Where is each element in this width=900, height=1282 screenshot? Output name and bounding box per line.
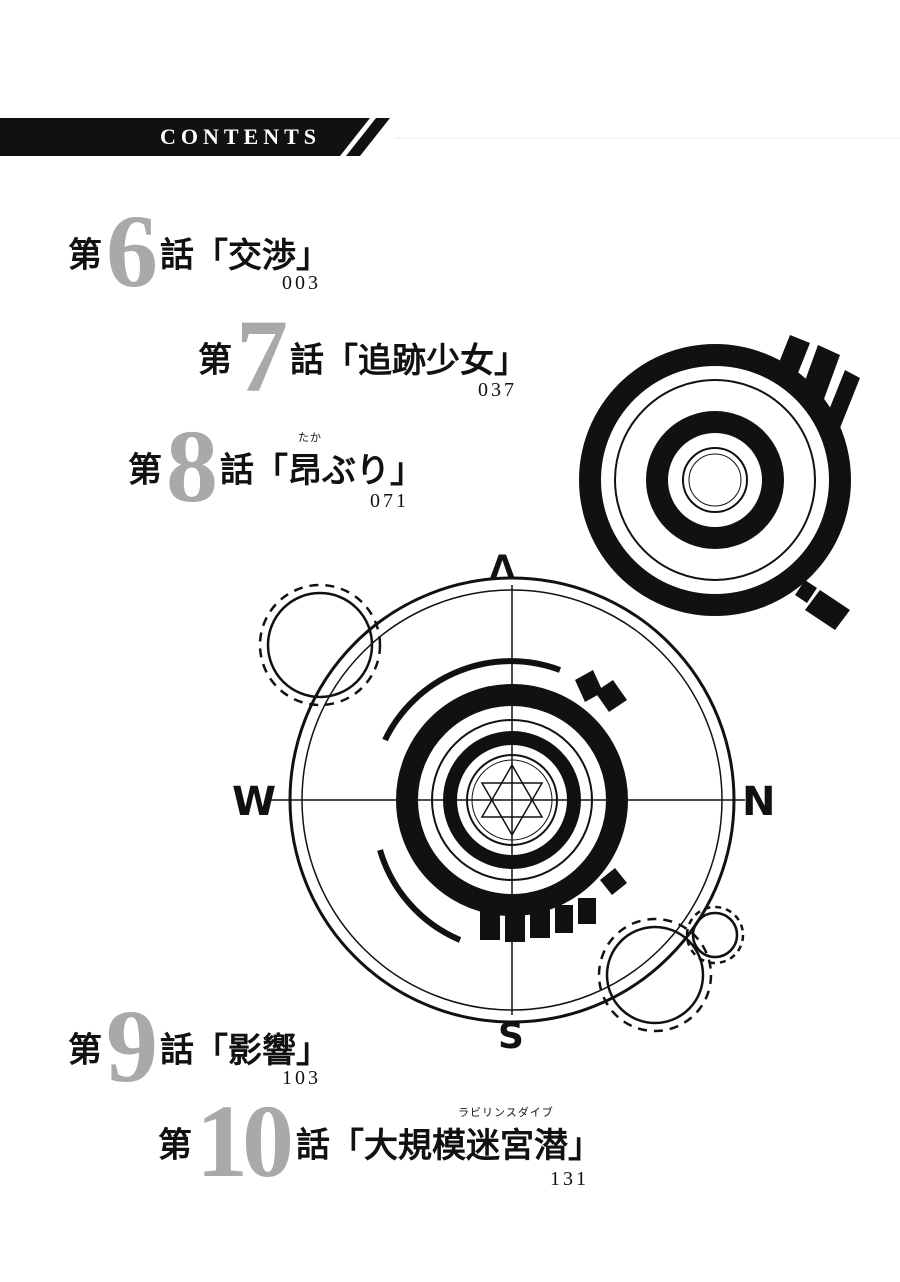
svg-text:Λ: Λ [490, 548, 515, 586]
svg-text:N: N [742, 779, 775, 825]
chapter-title: たか「昂ぶり」 [254, 431, 424, 491]
chapter-prefix: 第 [68, 235, 102, 276]
chapter-title: 「交渉」 [194, 235, 330, 276]
chapter-suffix: 話 [290, 340, 324, 381]
page-number: 071 [370, 490, 409, 512]
chapter-number: 9 [106, 989, 158, 1104]
small-magic-circle [579, 335, 860, 630]
chapter-prefix: 第 [128, 450, 162, 491]
svg-text:S: S [498, 1016, 524, 1057]
chapter-title-text: 「昂ぶり」 [254, 450, 424, 491]
contents-heading: CONTENTS [160, 124, 322, 149]
chapter-number: 7 [236, 299, 288, 414]
chapter-prefix: 第 [198, 340, 232, 381]
chapter-title: ラビリンスダイブ「大規模迷宮潜」 [330, 1106, 602, 1166]
chapter-number: 6 [106, 194, 158, 309]
page-number: 131 [550, 1168, 589, 1190]
svg-text:W: W [232, 779, 276, 825]
chapter-suffix: 話 [160, 1030, 194, 1071]
contents-header-bar [0, 118, 900, 156]
chapter-suffix: 話 [160, 235, 194, 276]
furigana: たか [298, 430, 322, 444]
gear-decoration [258, 583, 745, 1033]
chapter-title: 「追跡少女」 [324, 340, 528, 381]
chapter-prefix: 第 [158, 1125, 192, 1166]
chapter-title: 「影響」 [194, 1030, 330, 1071]
compass-letters: W N S Λ [232, 548, 775, 1057]
chapter-suffix: 話 [220, 450, 254, 491]
furigana: ラビリンスダイブ [458, 1105, 554, 1119]
chapter-title-text: 「大規模迷宮潜」 [330, 1125, 602, 1166]
large-magic-circle [265, 576, 745, 1024]
page-number: 037 [478, 379, 517, 401]
chapter-prefix: 第 [68, 1030, 102, 1071]
page-number: 103 [282, 1067, 321, 1089]
page-number: 003 [282, 272, 321, 294]
chapter-number: 10 [196, 1084, 294, 1199]
chapter-suffix: 話 [296, 1125, 330, 1166]
chapter-number: 8 [166, 409, 218, 524]
